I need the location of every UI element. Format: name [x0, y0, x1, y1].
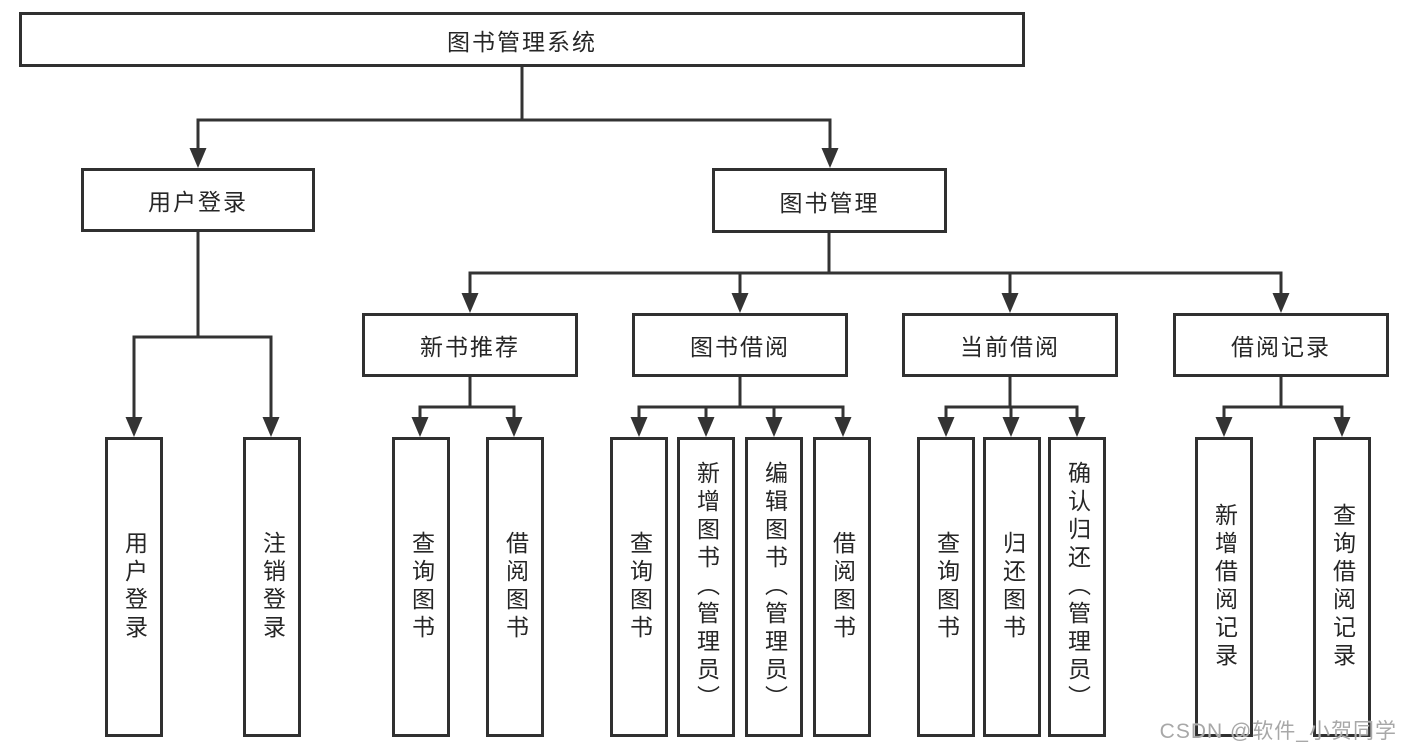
node-label: 图书管理: [779, 189, 880, 216]
leaf-label: 编辑图书（管理员）: [761, 461, 788, 713]
node-book-management: 图书管理: [712, 168, 947, 233]
leaf-label: 归还图书: [999, 531, 1026, 643]
node-library-management-system: 图书管理系统: [19, 12, 1025, 67]
leaf-label: 借阅图书: [502, 531, 529, 643]
node-label: 用户登录: [148, 189, 248, 215]
leaf-add-borrow-record: 新增借阅记录: [1195, 437, 1253, 737]
node-label: 新书推荐: [420, 334, 520, 360]
leaf-logout: 注销登录: [243, 437, 301, 737]
leaf-query-books-borrowing: 查询图书: [610, 437, 668, 737]
node-borrowing-records: 借阅记录: [1173, 313, 1389, 377]
leaf-label: 查询借阅记录: [1329, 503, 1356, 671]
leaf-edit-books-admin: 编辑图书（管理员）: [745, 437, 803, 737]
node-label: 当前借阅: [960, 334, 1060, 360]
node-current-borrowing: 当前借阅: [902, 313, 1118, 377]
leaf-borrow-books-borrowing: 借阅图书: [813, 437, 871, 737]
leaf-label: 查询图书: [933, 531, 960, 643]
leaf-add-books-admin: 新增图书（管理员）: [677, 437, 735, 737]
leaf-user-login: 用户登录: [105, 437, 163, 737]
node-new-book-recommend: 新书推荐: [362, 313, 578, 377]
csdn-watermark: CSDN @软件_小贺同学: [1159, 720, 1397, 743]
leaf-label: 查询图书: [626, 531, 653, 643]
leaf-return-books: 归还图书: [983, 437, 1041, 737]
leaf-query-borrow-record: 查询借阅记录: [1313, 437, 1371, 737]
leaf-label: 注销登录: [259, 531, 286, 643]
node-label: 图书借阅: [690, 334, 790, 360]
leaf-label: 查询图书: [408, 531, 435, 643]
node-book-borrowing: 图书借阅: [632, 313, 848, 377]
node-user-login: 用户登录: [81, 168, 315, 232]
node-label: 图书管理系统: [447, 28, 597, 55]
leaf-query-books-recommend: 查询图书: [392, 437, 450, 737]
leaf-label: 新增借阅记录: [1211, 503, 1238, 671]
leaf-label: 用户登录: [121, 531, 148, 643]
leaf-confirm-return-admin: 确认归还（管理员）: [1048, 437, 1106, 737]
leaf-label: 确认归还（管理员）: [1064, 461, 1091, 713]
leaf-label: 新增图书（管理员）: [693, 461, 720, 713]
leaf-query-books-current: 查询图书: [917, 437, 975, 737]
node-label: 借阅记录: [1231, 334, 1331, 360]
leaf-borrow-books-recommend: 借阅图书: [486, 437, 544, 737]
leaf-label: 借阅图书: [829, 531, 856, 643]
